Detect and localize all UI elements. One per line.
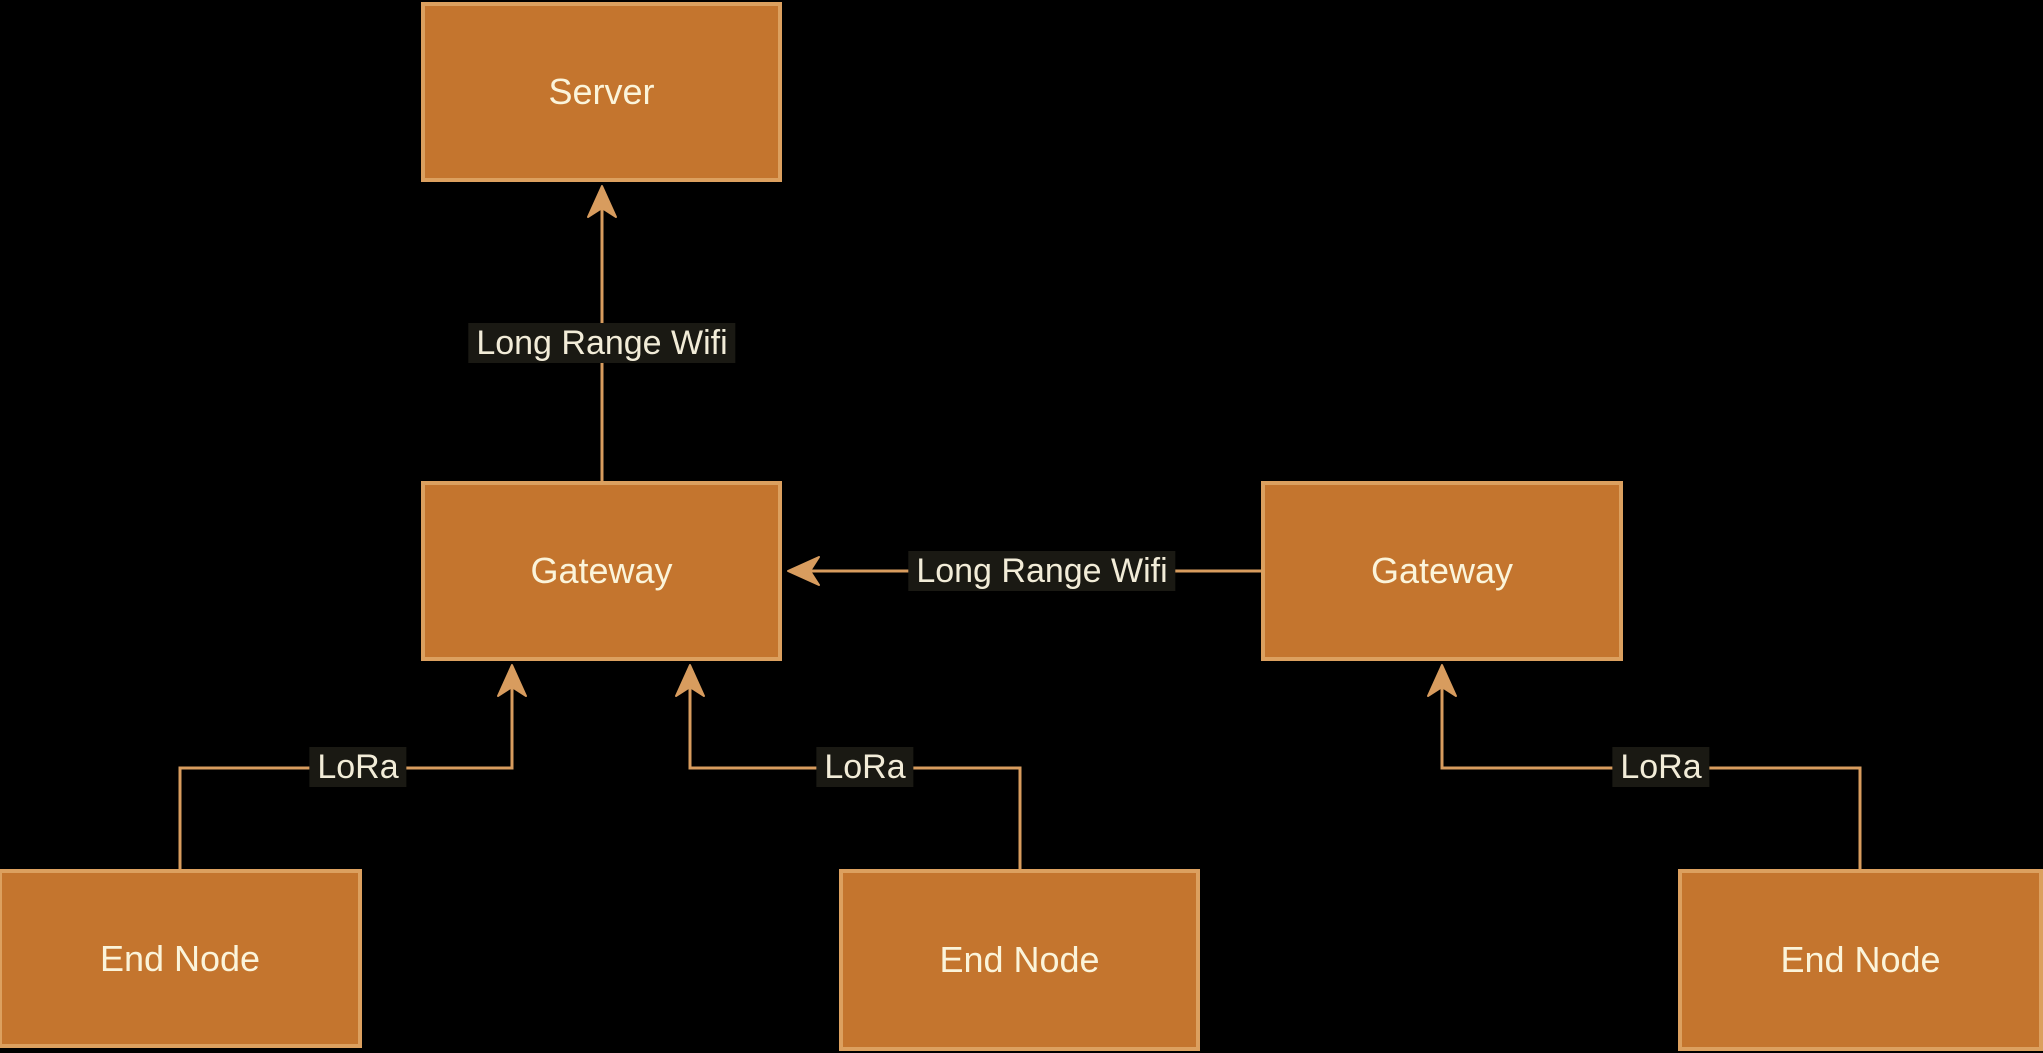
edge-label-lora-mid: LoRa — [816, 747, 914, 787]
node-endnode-left: End Node — [0, 869, 362, 1048]
node-endnode-mid: End Node — [839, 869, 1200, 1051]
node-label: Server — [548, 71, 655, 112]
arrowhead-up-icon — [587, 185, 617, 218]
node-server: Server — [421, 2, 782, 182]
node-endnode-right: End Node — [1678, 869, 2043, 1051]
node-label: End Node — [99, 937, 261, 979]
node-gateway-right: Gateway — [1261, 481, 1623, 661]
node-label: End Node — [939, 939, 1100, 980]
arrowhead-up-icon — [497, 664, 527, 697]
arrowhead-left-icon — [787, 556, 820, 586]
node-gateway-left: Gateway — [421, 481, 782, 661]
node-label: Gateway — [530, 550, 673, 591]
node-label: Gateway — [1370, 550, 1514, 591]
edge-label-long-range-wifi-horizontal: Long Range Wifi — [908, 551, 1176, 591]
arrowhead-up-icon — [1427, 664, 1457, 697]
node-label: End Node — [1780, 939, 1941, 980]
edge-label-lora-right: LoRa — [1612, 747, 1710, 787]
edge-label-lora-left: LoRa — [309, 747, 407, 787]
arrowhead-up-icon — [675, 664, 705, 697]
edge-label-long-range-wifi-vertical: Long Range Wifi — [468, 323, 736, 363]
